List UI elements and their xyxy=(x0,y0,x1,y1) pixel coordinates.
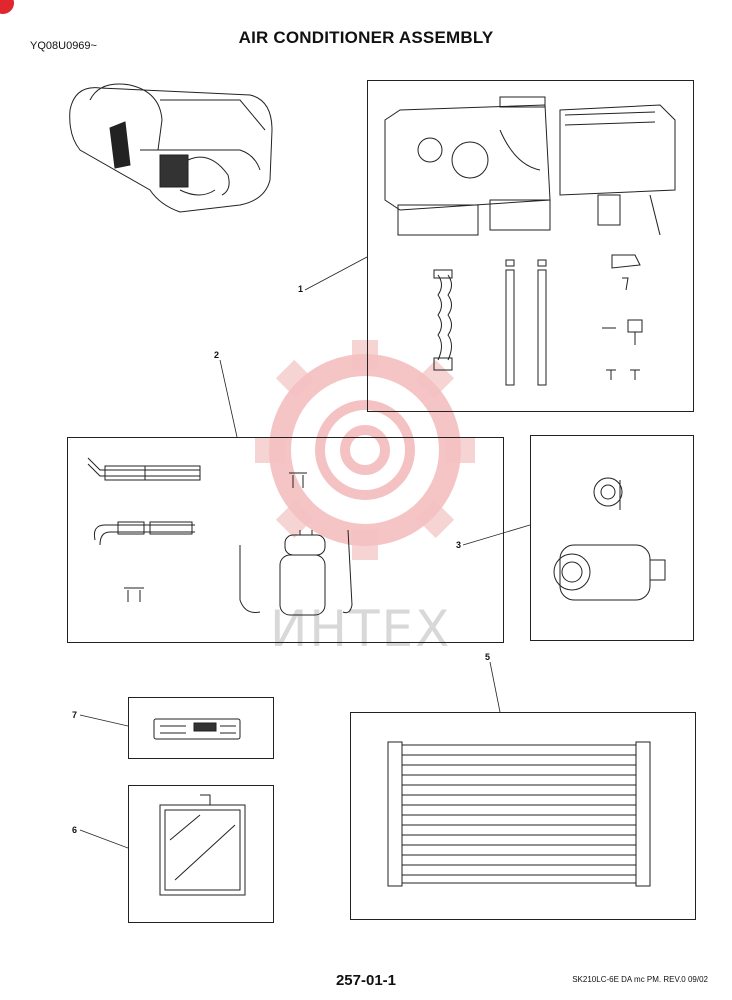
cab-overview-drawing xyxy=(69,83,273,213)
corner-logo-mark xyxy=(0,0,14,14)
box-item-5 xyxy=(350,712,696,920)
receiver-drier-drawing xyxy=(279,530,326,616)
brackets-drawing xyxy=(602,254,643,380)
leader-lines xyxy=(79,256,531,849)
filter-drawing xyxy=(159,794,246,896)
callout-2: 2 xyxy=(214,350,220,360)
page-number: 257-01-1 xyxy=(335,972,397,989)
box-item-1 xyxy=(367,80,694,412)
footer-reference: SK210LC-6E DA mc PM. REV.0 09/02 xyxy=(572,975,708,984)
duct-hose-drawing xyxy=(433,269,453,371)
page-title: AIR CONDITIONER ASSEMBLY xyxy=(238,28,494,47)
hose-set-drawing xyxy=(87,457,353,614)
seal-strips-drawing xyxy=(505,259,547,386)
control-panel-drawing xyxy=(153,718,241,740)
hvac-unit-drawing xyxy=(384,96,676,236)
hose-bolts-drawing xyxy=(124,472,307,602)
condenser-drawing xyxy=(387,741,651,887)
callout-6: 6 xyxy=(72,825,78,835)
callout-3: 3 xyxy=(456,540,462,550)
callout-5: 5 xyxy=(485,652,491,662)
watermark-text: ИНТЕХ xyxy=(270,600,452,658)
document-code: YQ08U0969~ xyxy=(30,40,97,52)
box-item-6 xyxy=(128,785,274,923)
compressor-drawing xyxy=(553,477,666,601)
box-item-2 xyxy=(67,437,504,643)
box-item-3 xyxy=(530,435,694,641)
callout-1: 1 xyxy=(298,284,304,294)
callout-7: 7 xyxy=(72,710,78,720)
box-item-7 xyxy=(128,697,274,759)
